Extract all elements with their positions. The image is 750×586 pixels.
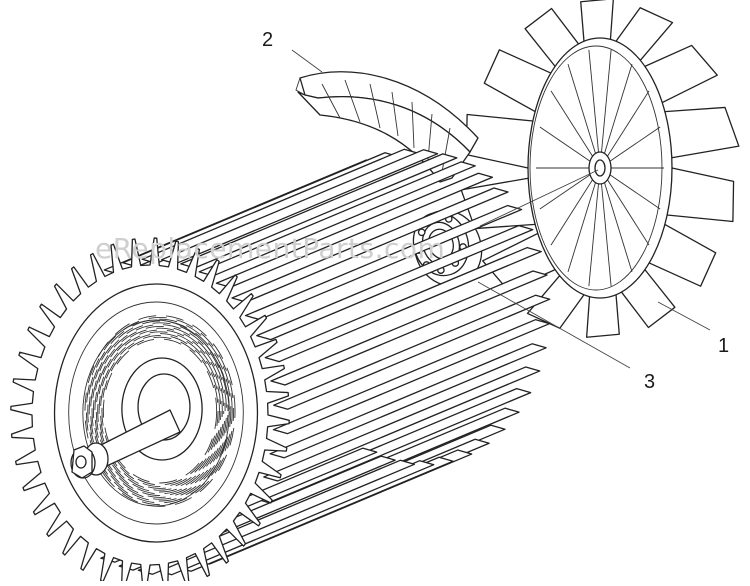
callout-2: 2 <box>262 29 274 51</box>
leader-lines <box>291 49 711 369</box>
callout-3: 3 <box>644 371 656 393</box>
callout-1: 1 <box>718 335 730 357</box>
watermark: eReplacementParts.com <box>95 232 446 265</box>
fan-shroud-segment-icon <box>295 71 479 183</box>
motor-stator-rotor-icon <box>10 148 551 586</box>
